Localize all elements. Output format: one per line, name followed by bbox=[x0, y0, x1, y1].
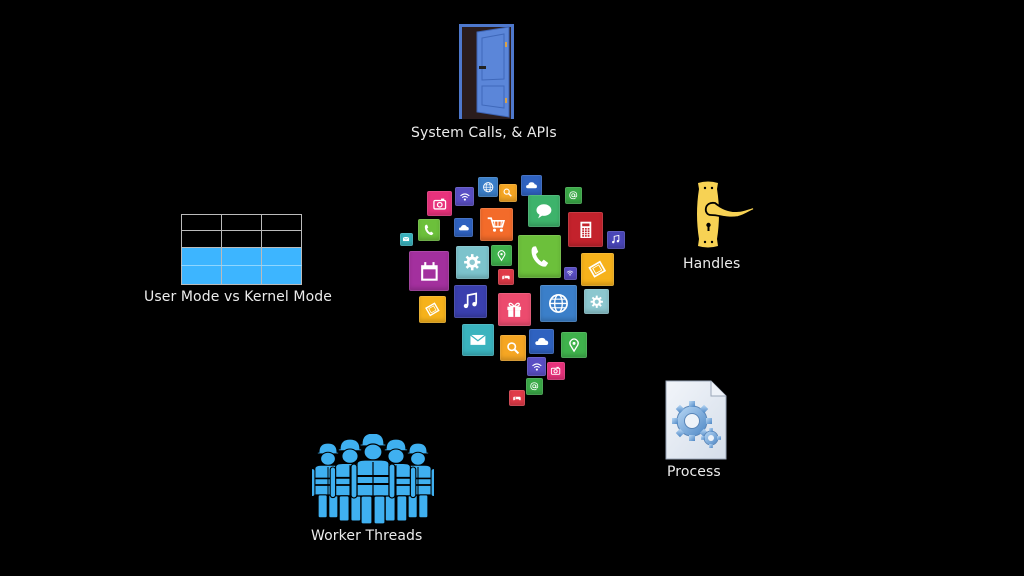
wifi-icon bbox=[564, 267, 577, 280]
wifi-icon bbox=[527, 357, 546, 376]
phone-app-tile bbox=[418, 219, 440, 241]
door-handle-icon bbox=[694, 181, 756, 248]
cloud-app-tile bbox=[529, 329, 554, 354]
camera-icon bbox=[547, 362, 565, 380]
globe-icon bbox=[478, 177, 498, 197]
cloud-app-tile bbox=[521, 175, 542, 196]
location-app-tile bbox=[561, 332, 587, 358]
phone-app-tile bbox=[518, 235, 561, 278]
calculator-icon bbox=[568, 212, 603, 247]
calendar-app-tile bbox=[409, 251, 449, 291]
mail-icon bbox=[462, 324, 494, 356]
location-app-tile bbox=[491, 245, 512, 266]
at-app-tile bbox=[565, 187, 582, 204]
music-app-tile bbox=[454, 285, 487, 318]
film-app-tile bbox=[581, 253, 614, 286]
camera-app-tile bbox=[547, 362, 565, 380]
user-kernel-label: User Mode vs Kernel Mode bbox=[144, 289, 332, 305]
worker-figure bbox=[350, 432, 396, 525]
wifi-app-tile bbox=[455, 187, 474, 206]
search-app-tile bbox=[499, 184, 517, 202]
gamepad-app-tile bbox=[509, 390, 525, 406]
gamepad-app-tile bbox=[498, 269, 514, 285]
location-icon bbox=[491, 245, 512, 266]
cloud-icon bbox=[454, 218, 473, 237]
door-icon bbox=[459, 24, 514, 119]
wifi-icon bbox=[455, 187, 474, 206]
chat-icon bbox=[528, 195, 560, 227]
cloud-app-tile bbox=[454, 218, 473, 237]
gear-app-tile bbox=[456, 246, 489, 279]
cart-app-tile bbox=[480, 208, 513, 241]
at-icon bbox=[565, 187, 582, 204]
cloud-icon bbox=[529, 329, 554, 354]
search-icon bbox=[499, 184, 517, 202]
camera-app-tile bbox=[427, 191, 452, 216]
gift-app-tile bbox=[498, 293, 531, 326]
film-icon bbox=[419, 296, 446, 323]
cloud-icon bbox=[521, 175, 542, 196]
gamepad-icon bbox=[509, 390, 525, 406]
wifi-app-tile bbox=[527, 357, 546, 376]
user-kernel-table-icon bbox=[181, 214, 302, 285]
gamepad-icon bbox=[498, 269, 514, 285]
process-label: Process bbox=[667, 464, 721, 480]
film-app-tile bbox=[419, 296, 446, 323]
camera-icon bbox=[427, 191, 452, 216]
gift-icon bbox=[498, 293, 531, 326]
mail-app-tile bbox=[400, 233, 413, 246]
calculator-app-tile bbox=[568, 212, 603, 247]
music-icon bbox=[454, 285, 487, 318]
chat-app-tile bbox=[528, 195, 560, 227]
calendar-icon bbox=[409, 251, 449, 291]
mail-icon bbox=[400, 233, 413, 246]
phone-icon bbox=[418, 219, 440, 241]
at-app-tile bbox=[526, 378, 543, 395]
cart-icon bbox=[480, 208, 513, 241]
at-icon bbox=[526, 378, 543, 395]
process-file-icon bbox=[665, 380, 727, 460]
wifi-app-tile bbox=[564, 267, 577, 280]
worker-threads-label: Worker Threads bbox=[311, 528, 423, 544]
search-icon bbox=[500, 335, 526, 361]
phone-icon bbox=[518, 235, 561, 278]
globe-app-tile bbox=[478, 177, 498, 197]
gear-app-tile bbox=[584, 289, 609, 314]
gear-icon bbox=[584, 289, 609, 314]
worker-threads-icon bbox=[309, 432, 437, 525]
search-app-tile bbox=[500, 335, 526, 361]
globe-icon bbox=[540, 285, 577, 322]
film-icon bbox=[581, 253, 614, 286]
mail-app-tile bbox=[462, 324, 494, 356]
globe-app-tile bbox=[540, 285, 577, 322]
music-icon bbox=[607, 231, 625, 249]
music-app-tile bbox=[607, 231, 625, 249]
gear-icon bbox=[456, 246, 489, 279]
location-icon bbox=[561, 332, 587, 358]
system-calls-label: System Calls, & APIs bbox=[411, 125, 557, 141]
handles-label: Handles bbox=[683, 256, 741, 272]
